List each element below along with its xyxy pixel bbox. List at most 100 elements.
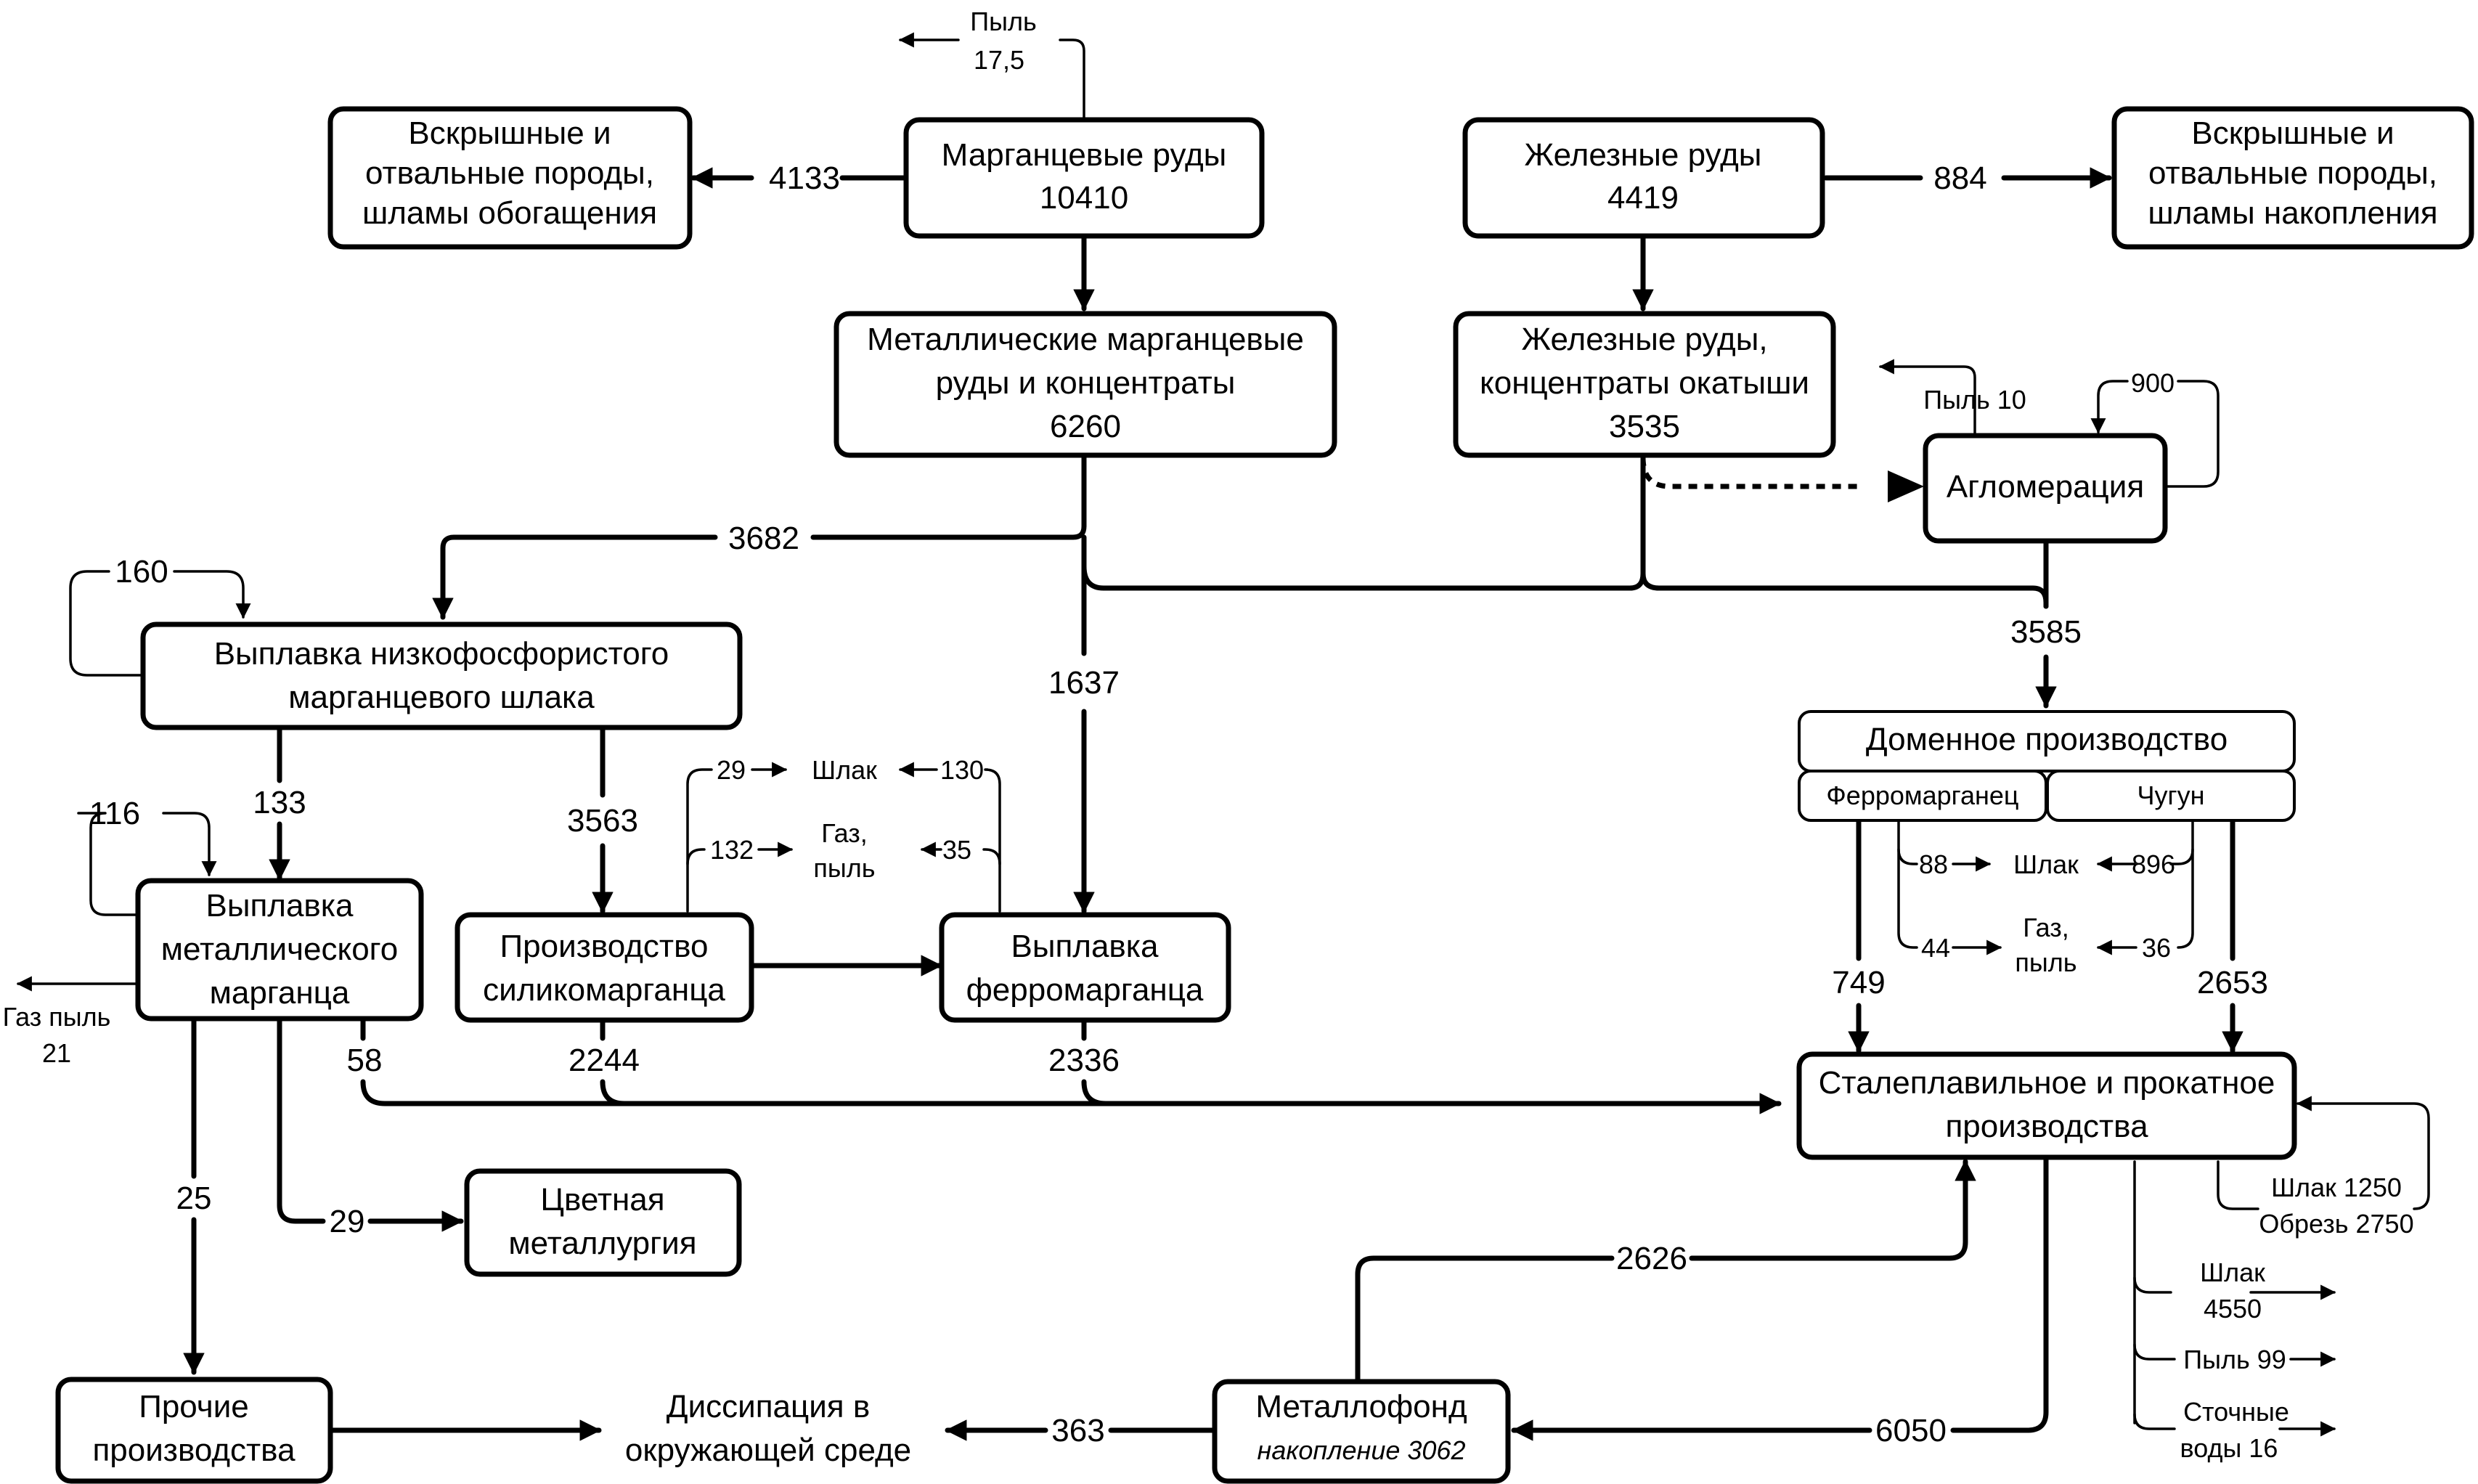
metallic-mn-line-1: Выплавка	[205, 888, 354, 924]
steel-line-1: Сталеплавильное и прокатное	[1819, 1065, 2275, 1101]
mn-dust-flow	[900, 40, 1085, 121]
bf-gas-fe-flow	[2098, 848, 2194, 947]
fe-to-agglomeration-arrowhead	[1888, 470, 1924, 502]
ferro-to-steel-value: 2336	[1048, 1043, 1120, 1078]
to-ferromanganese-value: 1637	[1048, 665, 1120, 701]
fund-to-steel-value: 2626	[1616, 1241, 1687, 1276]
overburden-left-line-1: Вскрышные и	[408, 115, 611, 151]
overburden-left-line-3: шламы обогащения	[362, 195, 657, 231]
box-mn-ore: Марганцевые руды 10410	[903, 117, 1265, 239]
agglo-recycle-flow	[2098, 380, 2220, 488]
box-fe-concentrate: Железные руды, концентраты окатыши 3535	[1453, 311, 1836, 458]
ferro-slag-value: 130	[940, 755, 984, 785]
mn-dust-label: Пыль	[970, 7, 1037, 36]
box-blast-furnace: Доменное производство Ферромарганец Чугу…	[1798, 710, 2296, 822]
to-low-p-value: 3682	[728, 521, 799, 556]
agglomeration-label: Агломерация	[1947, 469, 2144, 505]
mn-to-blast-bus	[1081, 454, 1646, 591]
dissipation-line-2: окружающей среде	[625, 1432, 911, 1468]
bf-gas-fe-value: 36	[2142, 933, 2171, 963]
mn-dust-value: 17,5	[974, 45, 1024, 75]
metallic-gas-label: Газ пыль	[3, 1002, 111, 1032]
ferro-gas-flow	[922, 849, 1001, 864]
box-ferromanganese: Выплавка ферромарганца	[939, 912, 1231, 1023]
box-overburden-right: Вскрышные и отвальные породы, шламы нако…	[2111, 106, 2474, 250]
box-metal-fund: Металлофонд накопление 3062	[1212, 1379, 1511, 1484]
steel-input-scrap: Обрезь 2750	[2259, 1209, 2413, 1239]
nonferrous-line-1: Цветная	[540, 1182, 664, 1218]
box-fe-ore: Железные руды 4419	[1462, 117, 1825, 239]
to-blast-value: 3585	[2010, 614, 2082, 650]
metallic-recycle-flow	[77, 812, 209, 916]
bf-slag-mn-value: 88	[1919, 849, 1948, 879]
overburden-right-line-2: отвальные породы,	[2148, 155, 2437, 191]
box-agglomeration: Агломерация	[1923, 433, 2168, 544]
metal-fund-accumulation: накопление 3062	[1258, 1435, 1466, 1465]
agglo-dust-label: Пыль 10	[1923, 385, 2026, 415]
bf-slag-fe-value: 896	[2132, 849, 2175, 879]
low-p-slag-line-2: марганцевого шлака	[288, 680, 595, 715]
steel-water-flow	[2133, 1414, 2334, 1429]
metallic-mn-line-2: металлического	[161, 931, 398, 967]
nonferrous-line-2: металлургия	[508, 1226, 696, 1261]
low-p-recycle-value: 160	[115, 554, 168, 590]
box-overburden-left: Вскрышные и отвальные породы, шламы обог…	[327, 106, 693, 250]
fe-to-blast-bus	[1640, 571, 2049, 609]
steel-to-fund-value: 6050	[1875, 1413, 1947, 1448]
fe-to-overburden-value: 884	[1933, 160, 1986, 196]
blast-furnace-ferromanganese: Ферромарганец	[1826, 780, 2018, 810]
ferro-slag-flow	[900, 770, 1001, 913]
fe-concentrate-line-2: концентраты окатыши	[1480, 365, 1809, 401]
box-nonferrous: Цветная металлургия	[464, 1168, 742, 1277]
silico-slag-flow	[686, 770, 786, 913]
fund-to-dissipation-value: 363	[1051, 1413, 1104, 1448]
mn-concentrate-value: 6260	[1050, 409, 1121, 444]
ferromanganese-line-2: ферромарганца	[966, 972, 1204, 1008]
pig-iron-to-steel-value: 2653	[2197, 965, 2268, 1000]
mn-to-overburden-value: 4133	[769, 160, 840, 196]
low-p-recycle-flow	[69, 570, 243, 677]
box-metallic-mn: Выплавка металлического марганца	[135, 878, 424, 1022]
metallic-mn-line-3: марганца	[210, 975, 350, 1011]
box-other: Прочие производства	[55, 1377, 333, 1484]
overburden-right-line-3: шламы накопления	[2148, 195, 2437, 231]
ferromanganese-line-1: Выплавка	[1011, 929, 1159, 964]
metal-fund-label: Металлофонд	[1255, 1389, 1467, 1424]
overburden-right-line-1: Вскрышные и	[2191, 115, 2394, 151]
fe-ore-value: 4419	[1607, 180, 1679, 216]
steel-dust-flow	[2133, 1345, 2334, 1359]
silico-gas-value: 132	[710, 835, 754, 865]
fe-concentrate-value: 3535	[1609, 409, 1680, 444]
low-p-slag-line-1: Выплавка низкофосфористого	[214, 636, 669, 672]
mn-ore-value: 10410	[1040, 180, 1128, 216]
silico-to-steel-flow	[600, 1017, 627, 1106]
fe-concentrate-line-1: Железные руды,	[1521, 322, 1767, 357]
ferromn-to-steel-value: 749	[1832, 965, 1885, 1000]
box-steel: Сталеплавильное и прокатное производства	[1796, 1051, 2297, 1160]
fund-to-steel-flow	[1355, 1162, 1965, 1385]
to-silico-value: 3563	[567, 803, 638, 839]
steel-slag-label: Шлак	[2200, 1257, 2265, 1287]
steel-slag-value: 4550	[2204, 1294, 2262, 1324]
silico-gas-flow	[686, 849, 791, 864]
steel-water-label: Сточные	[2183, 1397, 2289, 1427]
silicomanganese-line-2: силикомарганца	[483, 972, 725, 1008]
agglo-recycle-value: 900	[2131, 368, 2175, 398]
bf-slag-node-label: Шлак	[2013, 849, 2079, 879]
fe-to-agglomeration-flow	[1640, 457, 1859, 489]
steel-to-fund-flow	[1514, 1154, 2049, 1430]
dissipation-node: Диссипация в окружающей среде	[625, 1389, 911, 1468]
metallic-to-nonferrous-value: 29	[330, 1204, 365, 1239]
steel-inputs-flow	[2217, 1104, 2430, 1210]
bf-gas-mn-flow	[1897, 848, 2000, 947]
metallic-recycle-value: 116	[89, 796, 140, 831]
overburden-left-line-2: отвальные породы,	[365, 155, 654, 191]
silico-slag-value: 29	[717, 755, 746, 785]
to-low-p-slag-flow	[443, 454, 1087, 617]
box-low-p-slag: Выплавка низкофосфористого марганцевого …	[140, 621, 743, 730]
mn-concentrate-line-2: руды и концентраты	[936, 365, 1236, 401]
metallic-to-nonferrous-flow	[277, 1017, 461, 1221]
steel-water-value: воды 16	[2180, 1433, 2278, 1463]
slag-node-label: Шлак	[812, 755, 877, 785]
